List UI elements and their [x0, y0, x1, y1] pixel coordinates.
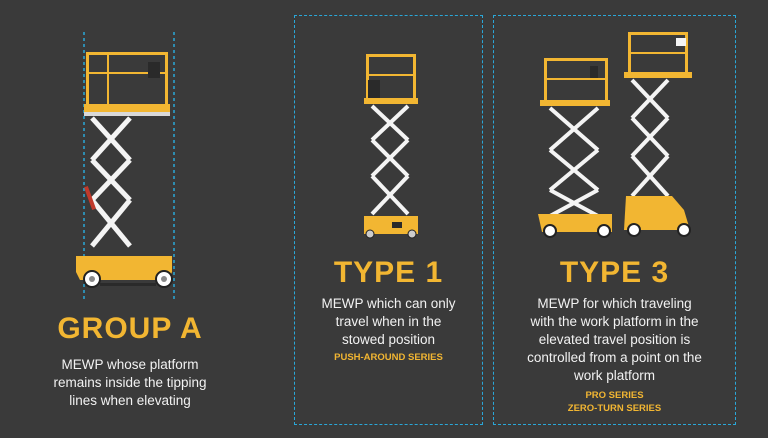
type-3-heading: TYPE 3 — [559, 256, 670, 289]
description-line: remains inside the tipping — [53, 375, 207, 390]
description-line: MEWP whose platform — [61, 357, 199, 372]
type-3-panel — [493, 15, 736, 425]
series-label: ZERO-TURN SERIES — [567, 403, 662, 414]
type-1-series: PUSH-AROUND SERIES — [294, 351, 483, 364]
type-1-description: MEWP which can only travel when in the s… — [300, 295, 477, 349]
group-a-heading: GROUP A — [57, 312, 203, 345]
scissor-lift-pro-icon — [538, 58, 612, 238]
description-line: work platform — [573, 368, 656, 383]
type-3-series: PRO SERIES ZERO-TURN SERIES — [493, 389, 736, 415]
type-3-description: MEWP for which traveling with the work p… — [497, 295, 732, 385]
scissor-lift-zero-turn-icon — [624, 32, 692, 237]
description-line: MEWP for which traveling — [537, 296, 692, 311]
type-1-panel — [294, 15, 483, 425]
series-label: PUSH-AROUND SERIES — [334, 352, 443, 363]
type-1-heading: TYPE 1 — [333, 256, 444, 289]
series-label: PRO SERIES — [585, 390, 644, 401]
description-line: travel when in the — [335, 314, 442, 329]
description-line: controlled from a point on the — [527, 350, 702, 365]
scissor-lift-tall-icon — [76, 52, 173, 288]
description-line: elevated travel position is — [538, 332, 691, 347]
description-line: MEWP which can only — [321, 296, 456, 311]
description-line: with the work platform in the — [530, 314, 699, 329]
scissor-lift-small-icon — [364, 54, 418, 239]
group-a-description: MEWP whose platform remains inside the t… — [10, 356, 250, 410]
description-line: stowed position — [341, 332, 436, 347]
description-line: lines when elevating — [69, 393, 191, 408]
